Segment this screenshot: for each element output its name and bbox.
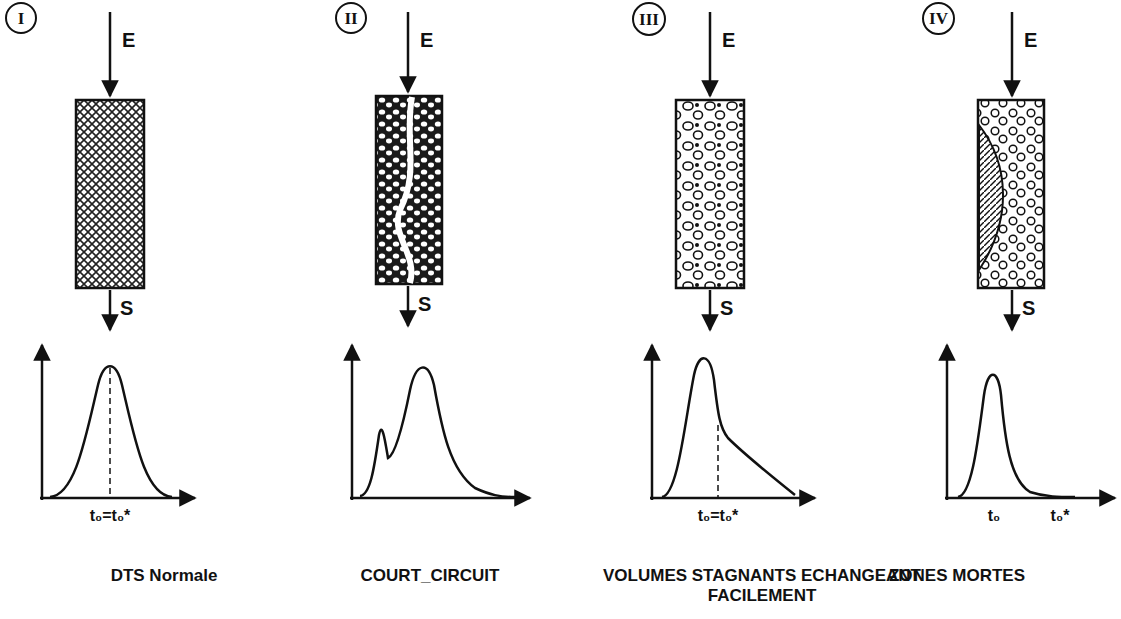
roman-numeral: III: [639, 11, 659, 28]
panel-number: II: [335, 2, 367, 34]
panel-number: III: [632, 2, 666, 36]
stream-label: S: [1022, 296, 1035, 320]
roman-numeral: IV: [929, 10, 948, 27]
caption: VOLUMES STAGNANTS ECHANGEANT FACILEMENT: [602, 566, 922, 607]
roman-numeral: II: [344, 10, 357, 27]
roman-numeral: I: [18, 10, 25, 27]
panel-number: I: [5, 2, 37, 34]
stream-label: E: [1024, 28, 1037, 52]
stream-label: S: [720, 296, 733, 320]
axis-label: t₀: [988, 506, 1001, 525]
caption: COURT_CIRCUIT: [270, 566, 590, 586]
axis-label: t₀=t₀*: [698, 506, 739, 525]
stream-label: E: [122, 28, 135, 52]
stream-label: S: [120, 296, 133, 320]
stream-label: S: [418, 292, 431, 316]
panel-number: IV: [922, 2, 955, 35]
axis-label: t₀*: [1051, 506, 1070, 525]
stream-label: E: [420, 28, 433, 52]
stream-label: E: [722, 28, 735, 52]
caption: DTS Normale: [4, 566, 324, 586]
caption: ZONES MORTES: [797, 566, 1117, 586]
axis-label: t₀=t₀*: [90, 506, 131, 525]
